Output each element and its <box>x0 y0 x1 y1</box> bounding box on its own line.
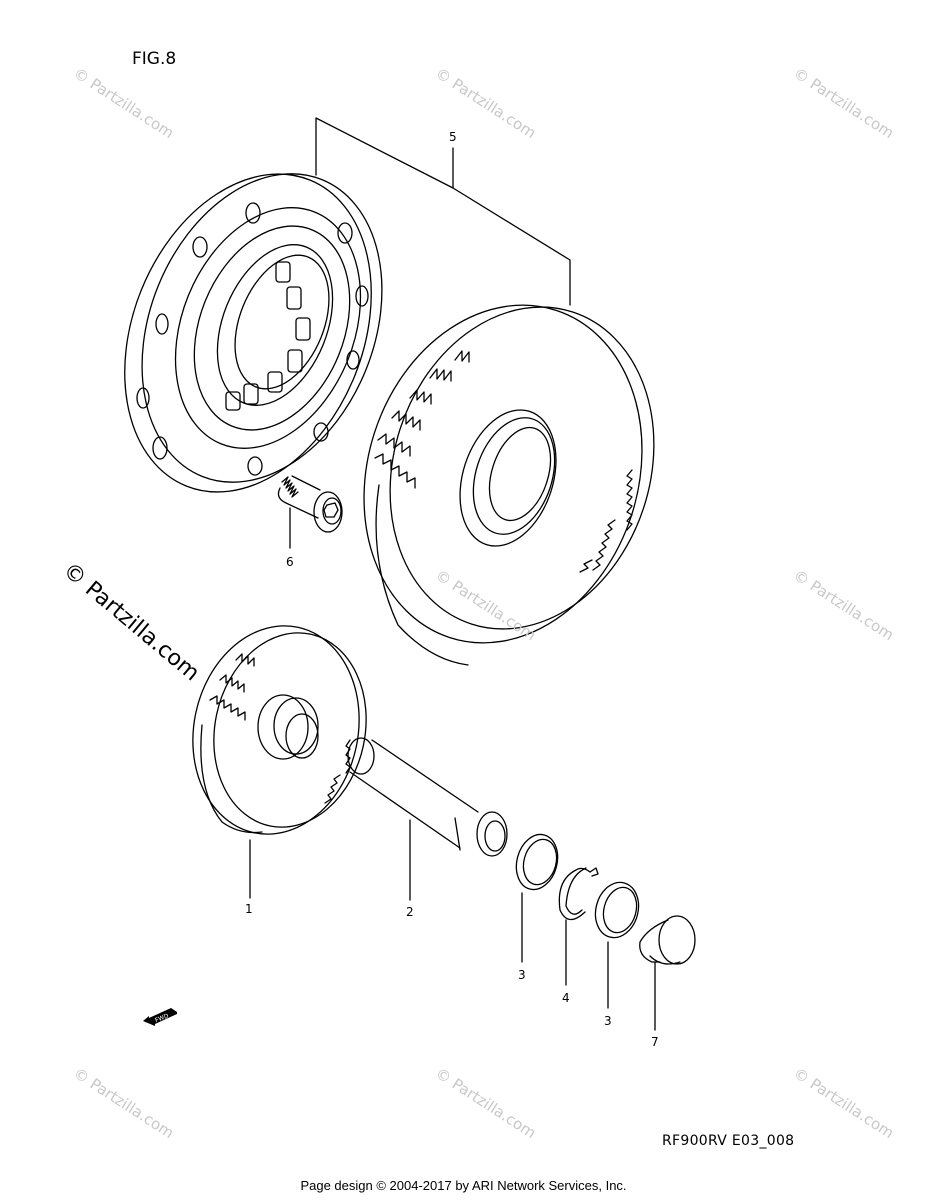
figure-title: FIG.8 <box>132 49 177 69</box>
callout-label-3-right: 3 <box>604 1014 612 1028</box>
forward-direction-icon: FWD <box>143 1008 177 1026</box>
bolt <box>277 475 343 549</box>
callout-label-4: 4 <box>562 991 570 1005</box>
callout-label-1: 1 <box>245 902 253 916</box>
callout-label-7: 7 <box>651 1035 659 1049</box>
starter-clutch-housing <box>124 173 383 493</box>
idle-gear-shaft <box>347 737 508 901</box>
idle-gear <box>192 625 367 899</box>
washer-left <box>515 833 559 963</box>
callout-label-3-left: 3 <box>518 968 526 982</box>
diagram-code: RF900RV E03_008 <box>662 1133 795 1149</box>
washer-right <box>594 881 640 1009</box>
circlip <box>558 867 599 986</box>
callout-5-bracket <box>315 117 571 306</box>
callout-label-2: 2 <box>406 905 414 919</box>
footer-credit: Page design © 2004-2017 by ARI Network S… <box>300 1178 627 1193</box>
starter-driven-gear <box>363 304 655 666</box>
fwd-label: FWD <box>154 1012 170 1024</box>
callout-label-6: 6 <box>286 555 294 569</box>
end-cap <box>639 915 696 1031</box>
callout-label-5: 5 <box>449 130 457 144</box>
